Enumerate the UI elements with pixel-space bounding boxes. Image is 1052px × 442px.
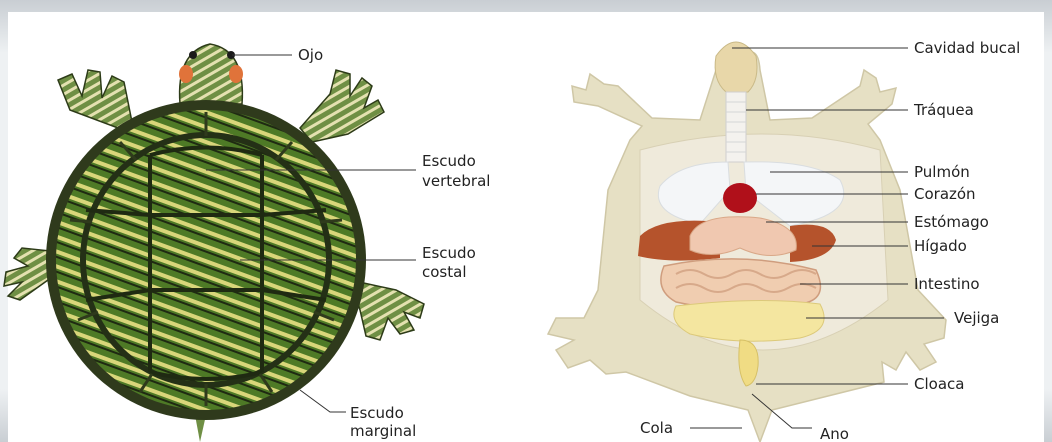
- label-escudo-vertebral: Escudo vertebral: [422, 152, 490, 190]
- label-vejiga: Vejiga: [954, 309, 999, 327]
- label-cavidad-bucal: Cavidad bucal: [914, 39, 1020, 57]
- turtle-anatomy-illustration: [548, 42, 946, 442]
- bladder-shape: [674, 300, 824, 341]
- turtle-eye-left: [189, 51, 197, 59]
- turtle-shell-illustration: [4, 44, 424, 442]
- label-escudo-costal: Escudo costal: [422, 244, 481, 281]
- label-intestino: Intestino: [914, 275, 980, 293]
- leader-escudo-marginal: [300, 390, 346, 412]
- turtle-ear-patch-right: [229, 65, 243, 83]
- label-corazon: Corazón: [914, 185, 976, 203]
- front-right-leg: [300, 70, 384, 142]
- label-escudo-marginal: Escudo marginal: [350, 404, 416, 440]
- turtle-ear-patch: [179, 65, 193, 83]
- label-pulmon: Pulmón: [914, 163, 970, 181]
- label-traquea: Tráquea: [913, 101, 974, 119]
- heart-shape: [723, 183, 757, 213]
- label-higado: Hígado: [914, 237, 967, 255]
- label-estomago: Estómago: [914, 213, 989, 231]
- label-cloaca: Cloaca: [914, 375, 964, 393]
- label-cola: Cola: [640, 419, 673, 437]
- oral-cavity-shape: [715, 42, 757, 92]
- turtle-head: [179, 44, 243, 104]
- label-ojo: Ojo: [298, 46, 323, 64]
- front-left-leg: [58, 70, 132, 128]
- label-ano: Ano: [820, 425, 849, 442]
